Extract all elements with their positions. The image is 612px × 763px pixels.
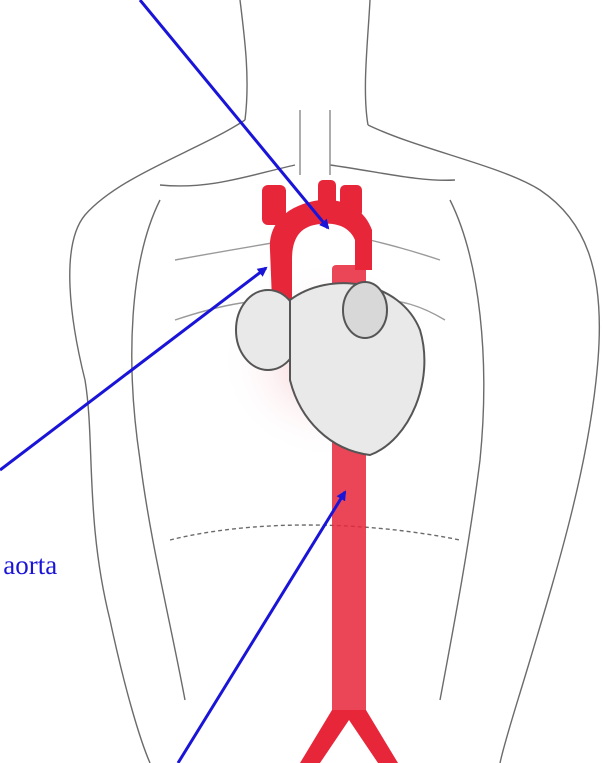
- iliac-bifurcation: [300, 710, 398, 763]
- neck-outline: [240, 0, 370, 125]
- trachea-outline: [300, 110, 330, 175]
- clavicle-left: [160, 165, 295, 186]
- subclavian-branch: [340, 185, 362, 217]
- rib-line-3: [370, 240, 440, 260]
- label-ascending-aorta: g aorta: [0, 552, 57, 579]
- right-ribcage: [440, 200, 484, 700]
- arrow-to-descending-aorta: [178, 492, 345, 763]
- carotid-branch: [318, 180, 336, 210]
- left-atrium: [343, 282, 387, 338]
- left-shoulder-outline: [70, 120, 245, 763]
- diaphragm-line: [170, 525, 460, 540]
- brachiocephalic-branch: [262, 185, 286, 225]
- left-ribcage: [132, 200, 185, 700]
- right-shoulder-outline: [368, 125, 599, 763]
- clavicle-right: [330, 165, 455, 180]
